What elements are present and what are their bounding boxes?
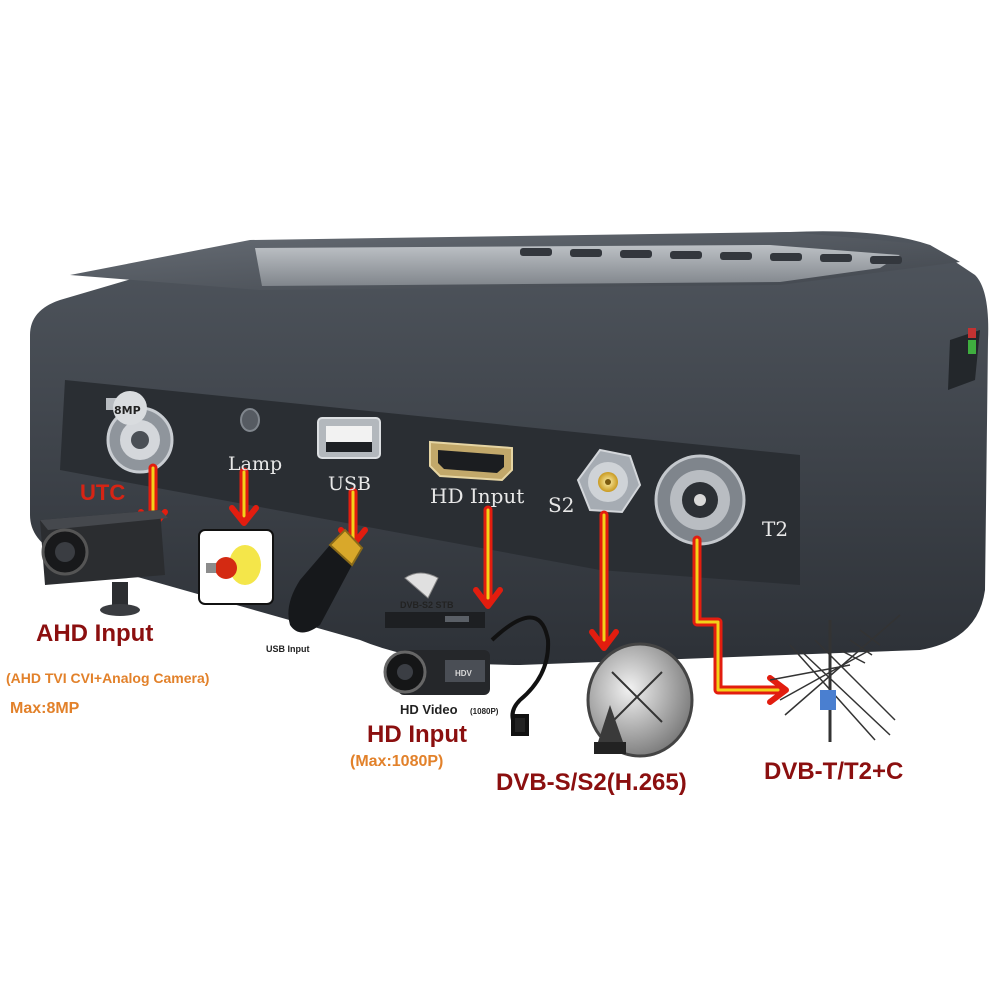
t2-port-label: T2 [762, 517, 788, 541]
s2-f-connector [576, 448, 642, 514]
arrow-hd-input [473, 505, 503, 609]
utc-label: UTC [80, 480, 125, 505]
ahd-camera-image [40, 510, 168, 616]
tv-antenna-image [769, 614, 901, 742]
usb-port [317, 417, 381, 459]
lamp-illustration [198, 529, 274, 605]
ahd-desc-label: (AHD TVI CVI+Analog Camera) [6, 670, 209, 686]
hd-input-label: HD Input [367, 721, 467, 748]
hdmi-cable-image [490, 615, 551, 736]
dvb-s-label: DVB-S/S2(H.265) [496, 769, 687, 796]
stb-caption: DVB-S2 STB [400, 600, 454, 610]
hd-input-port-label: HD Input [430, 484, 524, 508]
hdmi-port [429, 440, 513, 482]
hd-max-label: (Max:1080P) [350, 753, 443, 770]
usb-input-caption: USB Input [266, 644, 310, 654]
hd-video-res-caption: (1080P) [470, 707, 499, 716]
lamp-window [240, 408, 260, 432]
camcorder-image [383, 650, 490, 695]
arrow-s2 [589, 510, 619, 651]
bnc-badge [113, 391, 147, 425]
satellite-dish-image [586, 642, 694, 758]
usb-port-label: USB [328, 473, 371, 495]
bnc-badge-label: 8MP [114, 404, 141, 417]
hd-video-caption: HD Video [400, 702, 458, 717]
ahd-max-label: Max:8MP [10, 700, 80, 717]
set-top-box-image [385, 572, 485, 628]
t2-iec-connector [654, 454, 746, 546]
usb-stick-image [288, 528, 364, 633]
dvb-t-label: DVB-T/T2+C [764, 758, 903, 785]
arrow-lamp [229, 467, 259, 526]
lamp-port-label: Lamp [228, 453, 282, 475]
camcorder-brand: HDV [455, 669, 473, 678]
arrow-t2 [692, 535, 789, 705]
ahd-input-label: AHD Input [36, 620, 153, 647]
s2-port-label: S2 [548, 493, 574, 517]
